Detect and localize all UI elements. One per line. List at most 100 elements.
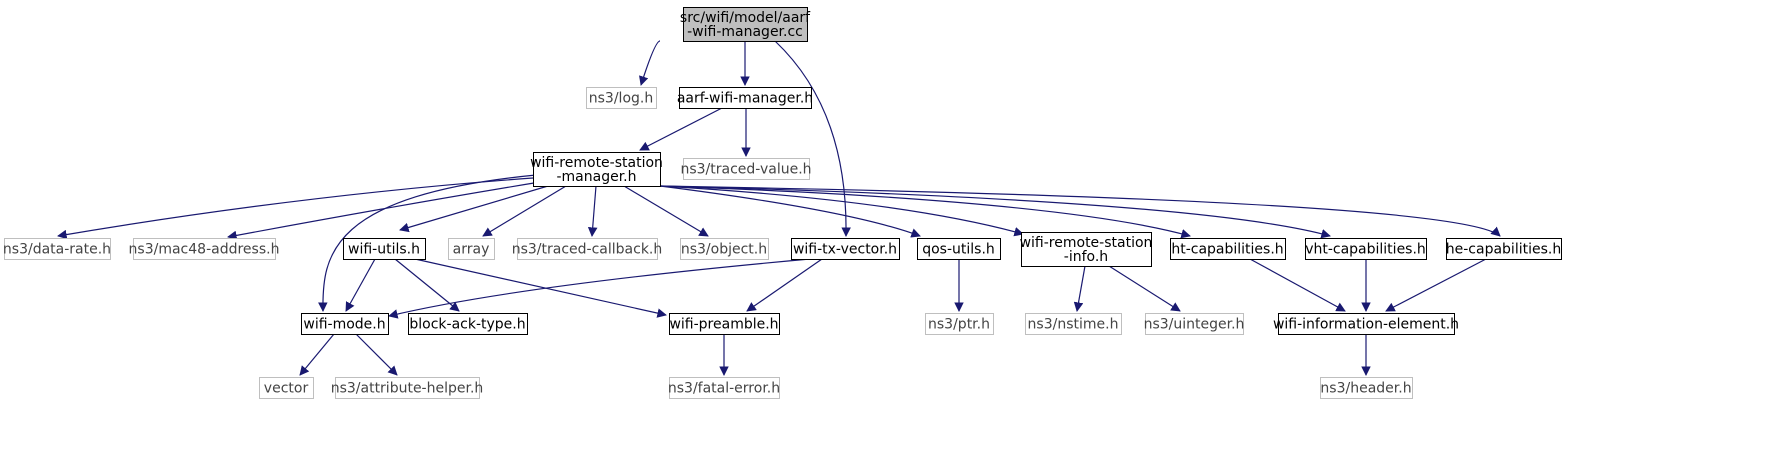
edge-root-to-txvector <box>774 40 851 237</box>
node-attrhelper: ns3/attribute-helper.h <box>331 377 484 399</box>
node-label: ns3/header.h <box>1320 381 1411 397</box>
edge-wifimode-to-vector <box>299 333 335 376</box>
node-label: ns3/attribute-helper.h <box>331 381 484 397</box>
node-array: array <box>448 238 495 260</box>
node-label: aarf-wifi-manager.h <box>677 91 813 107</box>
node-txvector[interactable]: wifi-tx-vector.h <box>791 238 900 260</box>
edges-layer <box>57 40 1501 376</box>
node-box <box>301 313 389 335</box>
node-ptr: ns3/ptr.h <box>925 313 994 335</box>
node-label: -info.h <box>1064 249 1108 265</box>
node-log: ns3/log.h <box>586 87 657 109</box>
node-box <box>133 238 276 260</box>
node-box <box>917 238 1001 260</box>
node-box <box>1305 238 1427 260</box>
node-box <box>669 313 780 335</box>
node-label: array <box>453 242 490 258</box>
node-label: ns3/traced-value.h <box>680 162 811 178</box>
node-wrsm[interactable]: wifi-remote-station-manager.h <box>530 152 663 187</box>
edge-wrsm-to-qosutils <box>659 185 921 238</box>
edge-wrsm-to-tracedcb <box>587 185 598 237</box>
node-preamble[interactable]: wifi-preamble.h <box>669 313 780 335</box>
edge-wrsm-to-wrsinfo <box>659 185 1024 237</box>
node-fatalerror: ns3/fatal-error.h <box>668 377 780 399</box>
edge-wrsinfo-to-nstime <box>1073 265 1086 312</box>
edge-wifiutils-to-blockack <box>394 258 460 312</box>
node-box <box>1446 238 1562 260</box>
node-label: src/wifi/model/aarf <box>680 10 811 26</box>
edge-wrsm-to-hecap <box>659 185 1501 237</box>
node-box <box>925 313 994 335</box>
node-label: -manager.h <box>556 169 636 185</box>
edge-root-to-log <box>639 40 661 86</box>
node-label: ns3/fatal-error.h <box>668 381 780 397</box>
edge-wrsm-to-wifiutils <box>399 185 549 233</box>
edge-wrsm-to-mac48 <box>227 181 541 241</box>
node-label: ns3/traced-callback.h <box>512 242 663 258</box>
node-box <box>683 158 810 180</box>
node-label: wifi-mode.h <box>303 317 385 333</box>
edge-wrsm-to-wifimode <box>318 174 537 312</box>
node-blockack[interactable]: block-ack-type.h <box>408 313 528 335</box>
edge-wrsm-to-object <box>623 185 709 237</box>
node-wie[interactable]: wifi-information-element.h <box>1273 313 1459 335</box>
edge-wrsm-to-vhtcap <box>659 185 1331 239</box>
node-wifiutils[interactable]: wifi-utils.h <box>343 238 426 260</box>
edge-wifimode-to-attrhelper <box>355 333 398 376</box>
node-qosutils[interactable]: qos-utils.h <box>917 238 1001 260</box>
edge-wrsm-to-htcap <box>659 185 1191 239</box>
node-tracedvalue: ns3/traced-value.h <box>680 158 812 180</box>
edge-wrsinfo-to-uinteger <box>1108 265 1181 312</box>
node-label: ns3/nstime.h <box>1028 317 1119 333</box>
node-wifimode[interactable]: wifi-mode.h <box>301 313 389 335</box>
node-htcap[interactable]: ht-capabilities.h <box>1170 238 1286 260</box>
node-tracedcb: ns3/traced-callback.h <box>512 238 663 260</box>
node-box <box>4 238 111 260</box>
node-box <box>1021 232 1152 267</box>
node-hecap[interactable]: he-capabilities.h <box>1446 238 1562 260</box>
node-box <box>1145 313 1244 335</box>
edge-txvector-to-wifimode <box>388 258 811 319</box>
node-box <box>586 87 657 109</box>
node-box <box>680 238 769 260</box>
edge-wifiutils-to-preamble <box>414 258 667 318</box>
node-root[interactable]: src/wifi/model/aarf-wifi-manager.cc <box>680 7 811 42</box>
node-label: ns3/log.h <box>589 91 653 107</box>
node-box <box>448 238 495 260</box>
edge-aarfh-to-wrsm <box>639 107 723 151</box>
node-aarfh[interactable]: aarf-wifi-manager.h <box>677 87 813 109</box>
node-mac48: ns3/mac48-address.h <box>129 238 280 260</box>
node-label: he-capabilities.h <box>1446 242 1561 258</box>
node-box <box>1025 313 1122 335</box>
node-box <box>335 377 480 399</box>
node-uinteger: ns3/uinteger.h <box>1144 313 1245 335</box>
node-label: vector <box>264 381 309 397</box>
node-label: wifi-remote-station <box>530 155 663 171</box>
node-wrsinfo[interactable]: wifi-remote-station-info.h <box>1020 232 1153 267</box>
node-label: ns3/mac48-address.h <box>129 242 280 258</box>
node-box <box>533 152 661 187</box>
nodes-layer: src/wifi/model/aarf-wifi-manager.cc ns3/l… <box>3 7 1562 399</box>
edge-wrsm-to-array <box>482 185 567 237</box>
node-box <box>791 238 900 260</box>
node-label: wifi-tx-vector.h <box>793 242 897 258</box>
node-box <box>683 7 808 42</box>
node-box <box>517 238 658 260</box>
edge-htcap-to-wie <box>1249 258 1346 312</box>
node-label: block-ack-type.h <box>409 317 525 333</box>
node-label: -wifi-manager.cc <box>687 24 803 40</box>
node-nstime: ns3/nstime.h <box>1025 313 1122 335</box>
node-box <box>259 377 314 399</box>
edge-txvector-to-preamble <box>746 258 823 312</box>
edge-wrsm-to-datarate <box>57 177 534 240</box>
node-label: wifi-information-element.h <box>1273 317 1459 333</box>
node-vector: vector <box>259 377 314 399</box>
node-box <box>679 87 812 109</box>
node-header: ns3/header.h <box>1320 377 1413 399</box>
node-label: ns3/uinteger.h <box>1144 317 1245 333</box>
node-object: ns3/object.h <box>680 238 769 260</box>
node-vhtcap[interactable]: vht-capabilities.h <box>1305 238 1427 260</box>
node-box <box>1170 238 1286 260</box>
node-label: wifi-utils.h <box>348 242 420 258</box>
